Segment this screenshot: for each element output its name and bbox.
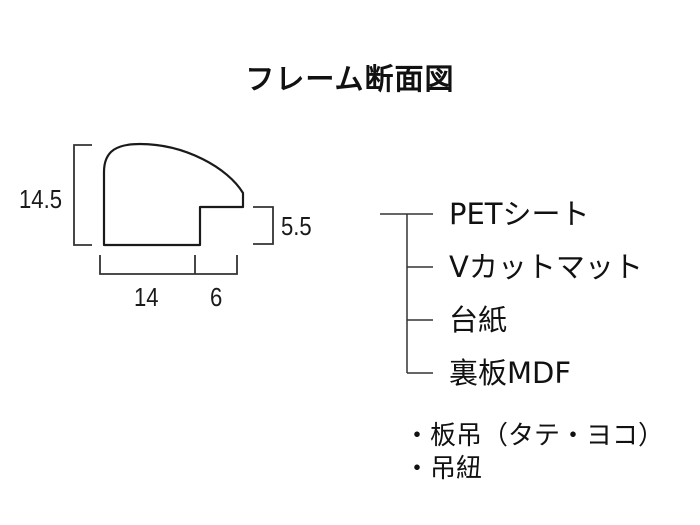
frame-profile-outline bbox=[102, 142, 245, 247]
width-dimension-line bbox=[99, 255, 238, 275]
layer-label-pet-sheet: PETシート bbox=[449, 197, 590, 231]
note-board-hanger: ・板吊（タテ・ヨコ） bbox=[404, 421, 665, 451]
height-dimension-label: 14.5 bbox=[19, 184, 63, 214]
rebate-dimension-bracket bbox=[253, 206, 274, 245]
rebate-width-label: 6 bbox=[210, 282, 223, 312]
layer-label-backing-paper: 台紙 bbox=[449, 303, 508, 337]
face-width-label: 14 bbox=[134, 282, 159, 312]
layer-label-v-cut-mat: Vカットマット bbox=[449, 250, 643, 284]
diagram-title: フレーム断面図 bbox=[245, 62, 455, 96]
height-dimension-bracket bbox=[73, 144, 92, 246]
note-hanging-cord: ・吊紐 bbox=[404, 454, 483, 484]
layer-tree-lines bbox=[380, 213, 433, 374]
rebate-depth-label: 5.5 bbox=[281, 211, 312, 241]
layer-label-mdf-back-board: 裏板MDF bbox=[449, 356, 572, 390]
